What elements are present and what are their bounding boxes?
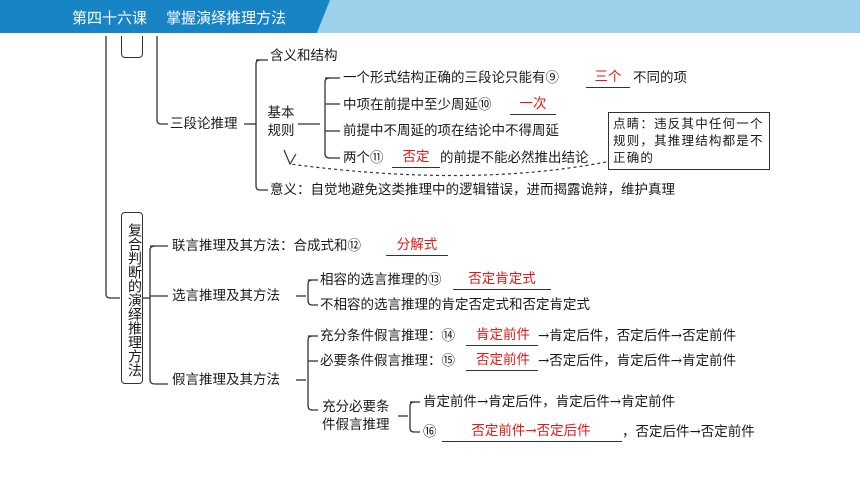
hypothetical-item-2-suffix: →否定后件，肯定后件→肯定前件 [538, 353, 737, 369]
hypothetical-item-2-text: 必要条件假言推理：⑮ [320, 353, 455, 369]
necessary-sufficient-label-line2: 件假言推理 [322, 417, 390, 433]
hypothetical-label: 假言推理及其方法 [172, 372, 280, 388]
rule-1-answer: 三个 [594, 69, 622, 85]
hypothetical-item-1-underline [466, 345, 538, 346]
rule-4-text: 两个⑪ [343, 150, 384, 166]
disjunctive-item-1-answer: 否定肯定式 [468, 271, 536, 287]
necessary-sufficient-label-line1: 充分必要条 [322, 399, 390, 415]
top-category-box [121, 36, 143, 58]
rule-2-underline [510, 114, 556, 115]
rule-1-text: 一个形式结构正确的三段论只能有⑨ [343, 70, 559, 86]
rule-2-answer: 一次 [519, 96, 547, 112]
disjunctive-item-2-text: 不相容的选言推理的肯定否定式和否定肯定式 [320, 297, 590, 313]
hypothetical-item-2-underline [466, 370, 538, 371]
disjunctive-label: 选言推理及其方法 [172, 288, 280, 304]
necessary-sufficient-line-2-answer: 否定前件→否定后件 [471, 423, 591, 439]
conjunctive-text: 联言推理及其方法：合成式和⑫ [172, 238, 361, 254]
rule-4-underline [392, 167, 440, 168]
rule-4-answer: 否定 [402, 149, 430, 165]
rule-1-suffix: 不同的项 [633, 70, 687, 86]
syllogism-label: 三段论推理 [170, 116, 238, 132]
disjunctive-item-1-underline [453, 289, 551, 290]
rule-4-suffix: 的前提不能必然推出结论 [440, 150, 589, 166]
syllogism-significance: 意义：自觉地避免这类推理中的逻辑错误，进而揭露诡辩，维护真理 [270, 182, 675, 198]
rule-3-text: 前提中不周延的项在结论中不得周延 [343, 123, 559, 139]
necessary-sufficient-line-2-underline [442, 441, 622, 442]
conjunctive-underline [386, 255, 448, 256]
header-title: 第四十六课 掌握演绎推理方法 [72, 9, 287, 27]
hypothetical-item-1-answer: 肯定前件 [476, 327, 530, 343]
compound-judgment-label: 复合判断的演绎推理方法 [121, 212, 143, 384]
disjunctive-item-1-text: 相容的选言推理的⑬ [320, 272, 442, 288]
rule-1-underline [586, 87, 630, 88]
hypothetical-item-1-text: 充分条件假言推理：⑭ [320, 328, 455, 344]
basic-rules-label: 基本规则 [267, 105, 295, 139]
meaning-structure: 含义和结构 [270, 48, 338, 64]
rule-2-text: 中项在前提中至少周延⑩ [343, 97, 492, 113]
tip-note-box: 点睛：违反其中任何一个规则，其推理结构都是不正确的 [608, 112, 770, 170]
necessary-sufficient-line-1: 肯定前件→肯定后件，肯定后件→肯定前件 [423, 394, 676, 410]
header-tab [0, 0, 330, 33]
hypothetical-item-1-suffix: →肯定后件，否定后件→否定前件 [538, 328, 737, 344]
necessary-sufficient-line-2-suffix: ，否定后件→否定前件 [622, 424, 755, 440]
necessary-sufficient-line-2-prefix: ⑯ [423, 424, 437, 440]
hypothetical-item-2-answer: 否定前件 [476, 352, 530, 368]
conjunctive-answer: 分解式 [396, 237, 438, 253]
